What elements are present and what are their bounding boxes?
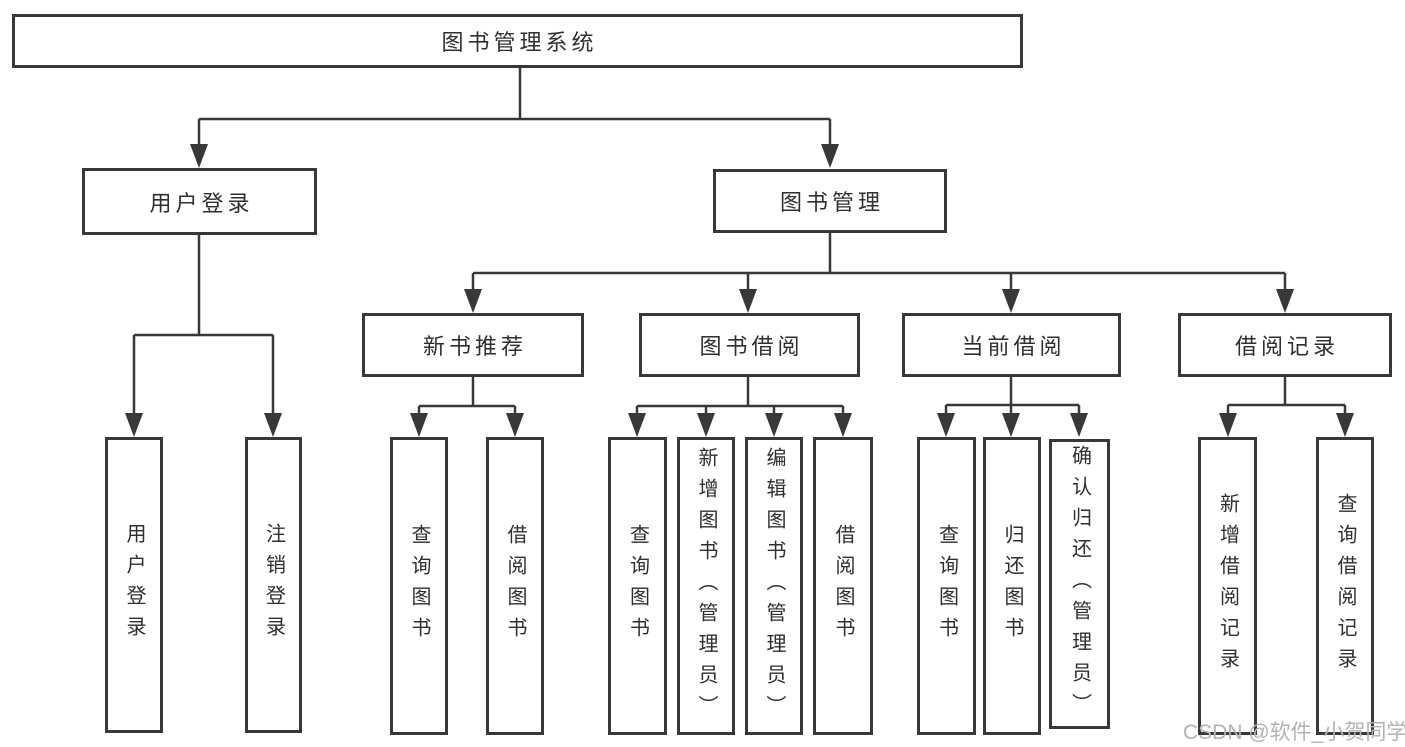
- arrowhead-icon: [765, 413, 783, 437]
- arrowhead-icon: [1336, 413, 1354, 437]
- node-borrow-record-module-label: 借阅记录: [1234, 334, 1339, 359]
- node-newbook-borrow-leaf: 借阅图书: [486, 437, 544, 735]
- arrowhead-icon: [125, 413, 143, 437]
- node-newbook-query-leaf: 查询图书: [390, 437, 448, 735]
- node-book-borrow-module: 图书借阅: [639, 313, 860, 377]
- arrowhead-icon: [1219, 413, 1237, 437]
- node-root-system: 图书管理系统: [12, 14, 1023, 68]
- node-borrow-query-leaf-label: 查询图书: [626, 524, 649, 648]
- node-root-system-label: 图书管理系统: [441, 30, 598, 55]
- arrowhead-icon: [739, 289, 757, 313]
- node-new-book-module: 新书推荐: [362, 313, 584, 377]
- node-confirm-return-admin-leaf-label: 确认归还（管理员）: [1068, 444, 1091, 724]
- arrowhead-icon: [1070, 413, 1088, 437]
- node-query-record-leaf: 查询借阅记录: [1316, 437, 1374, 735]
- node-newbook-borrow-leaf-label: 借阅图书: [504, 524, 526, 648]
- node-book-borrow-module-label: 图书借阅: [699, 334, 804, 359]
- node-edit-book-admin-leaf-label: 编辑图书（管理员）: [763, 446, 785, 726]
- node-logout-leaf: 注销登录: [245, 437, 302, 733]
- node-book-management-branch: 图书管理: [713, 169, 947, 233]
- arrowhead-icon: [628, 413, 646, 437]
- node-newbook-query-leaf-label: 查询图书: [408, 524, 430, 648]
- arrowhead-icon: [834, 413, 852, 437]
- node-current-borrow-module: 当前借阅: [902, 313, 1121, 377]
- node-current-query-leaf-label: 查询图书: [935, 524, 958, 648]
- arrowhead-icon: [190, 144, 208, 168]
- arrowhead-icon: [464, 289, 482, 313]
- arrowhead-icon: [697, 413, 715, 437]
- node-add-record-leaf-label: 新增借阅记录: [1216, 493, 1239, 679]
- node-add-book-admin-leaf: 新增图书（管理员）: [677, 437, 735, 735]
- arrowhead-icon: [821, 144, 839, 168]
- node-confirm-return-admin-leaf: 确认归还（管理员）: [1049, 439, 1110, 729]
- arrowhead-icon: [1002, 413, 1020, 437]
- node-return-book-leaf: 归还图书: [983, 437, 1041, 735]
- node-logout-leaf-label: 注销登录: [262, 523, 285, 647]
- arrowheads: [125, 144, 1354, 437]
- arrowhead-icon: [506, 413, 524, 437]
- arrowhead-icon: [1276, 289, 1294, 313]
- arrowhead-icon: [410, 413, 428, 437]
- node-query-record-leaf-label: 查询借阅记录: [1334, 493, 1356, 679]
- arrowhead-icon: [1002, 289, 1020, 313]
- node-add-book-admin-leaf-label: 新增图书（管理员）: [695, 446, 717, 726]
- arrowhead-icon: [937, 413, 955, 437]
- node-add-record-leaf: 新增借阅记录: [1198, 437, 1257, 735]
- node-borrow-book-leaf-label: 借阅图书: [832, 524, 854, 648]
- node-user-login-leaf-label: 用户登录: [123, 523, 145, 647]
- arrowhead-icon: [264, 413, 282, 437]
- node-current-borrow-module-label: 当前借阅: [961, 334, 1066, 359]
- node-edit-book-admin-leaf: 编辑图书（管理员）: [745, 437, 803, 735]
- node-return-book-leaf-label: 归还图书: [1001, 524, 1023, 648]
- node-borrow-query-leaf: 查询图书: [608, 437, 667, 735]
- node-borrow-record-module: 借阅记录: [1178, 313, 1392, 377]
- node-new-book-module-label: 新书推荐: [422, 334, 527, 359]
- node-current-query-leaf: 查询图书: [917, 437, 976, 735]
- node-book-management-branch-label: 图书管理: [779, 190, 884, 215]
- node-user-login-branch: 用户登录: [82, 168, 317, 235]
- node-user-login-branch-label: 用户登录: [149, 190, 254, 216]
- node-user-login-leaf: 用户登录: [105, 437, 163, 733]
- node-borrow-book-leaf: 借阅图书: [813, 437, 873, 735]
